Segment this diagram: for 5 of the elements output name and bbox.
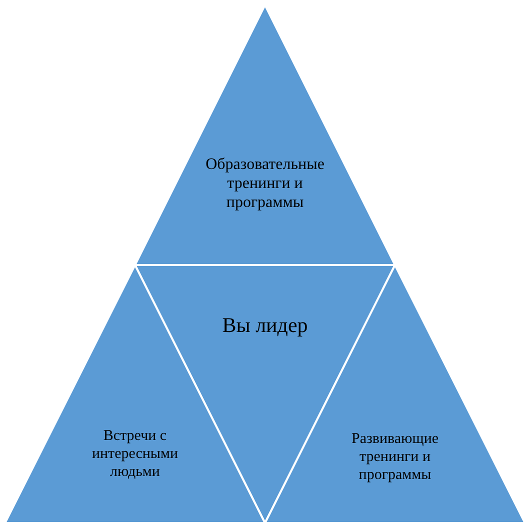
segment-label: Развивающие тренинги и программы bbox=[350, 430, 440, 484]
segment-label: Образовательные тренинги и программы bbox=[204, 155, 326, 213]
segment-label: Вы лидер bbox=[221, 313, 309, 338]
segment-label: Встречи с интересными людьми bbox=[90, 427, 180, 481]
triangle-segment bbox=[135, 5, 395, 265]
